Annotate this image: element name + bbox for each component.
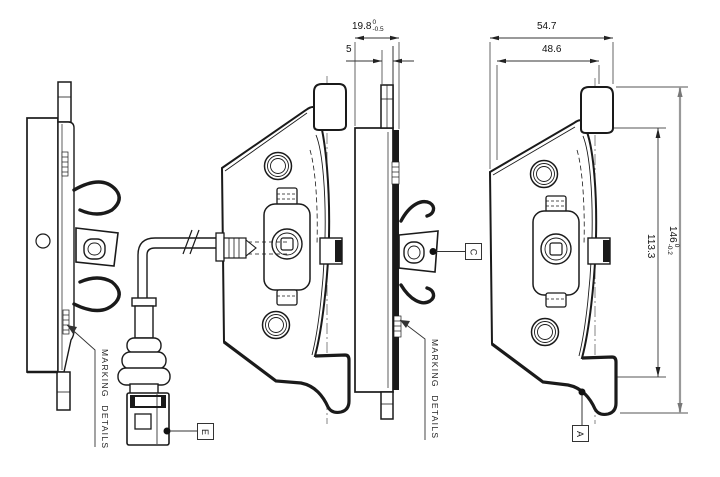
piston-clip — [263, 187, 311, 306]
ref-letter-a: A — [575, 430, 586, 437]
top-lug — [580, 86, 614, 134]
pad-hole-top — [263, 151, 293, 181]
bottom-tab — [56, 371, 71, 411]
pad-hole-bottom — [261, 310, 291, 340]
leader-lines — [66, 248, 586, 447]
dim-height-pad-label: 113.3 — [645, 234, 656, 259]
wire-sleeve — [134, 305, 154, 339]
marking-leader-left — [66, 324, 96, 447]
pad-hole-top — [529, 159, 559, 189]
backing-plate — [26, 117, 59, 373]
ref-box-a: A — [572, 425, 589, 442]
marking-leader-right — [399, 319, 426, 440]
marking-details-label-left: MARKING DETAILS — [100, 349, 110, 450]
spring-arm-upper — [72, 180, 121, 216]
sensor-plug — [215, 232, 290, 262]
dimension-lines — [346, 35, 688, 414]
dim-width-pad-label: 48.6 — [542, 44, 562, 55]
dim-width-total-label: 54.7 — [537, 21, 557, 32]
marking-details-label-right: MARKING DETAILS — [430, 339, 440, 440]
connector-bellows — [117, 337, 171, 395]
spring-arm-lower — [72, 276, 121, 313]
piston-clip — [532, 195, 580, 308]
side-view-inner-pad — [26, 81, 121, 411]
spring-arm-lower — [399, 283, 436, 305]
connector-body — [126, 392, 170, 446]
marking-patch — [391, 161, 402, 338]
leader-dot-a — [578, 388, 586, 396]
wear-sensor-connector — [117, 229, 216, 446]
plate-hole — [35, 233, 51, 249]
ref-box-e: E — [197, 423, 214, 440]
leader-dot-c — [429, 248, 437, 255]
dim-backplate-label: 5 — [346, 44, 352, 55]
bottom-tab — [380, 391, 394, 420]
ref-letter-e: E — [200, 428, 211, 435]
backing-plate — [354, 127, 394, 393]
side-view-outer-pad — [354, 84, 439, 420]
front-view-inner-pad — [215, 76, 351, 424]
top-tab — [57, 81, 72, 123]
friction-layer — [393, 130, 399, 390]
ref-box-c: C — [465, 243, 482, 260]
wire-sleeve-flange — [131, 297, 157, 307]
spring-arm-upper — [399, 200, 436, 223]
leader-dot-e — [163, 427, 171, 435]
top-lug — [313, 83, 347, 131]
front-view-outer-pad — [488, 78, 618, 424]
ref-letter-c: C — [468, 248, 479, 255]
sensor-wire — [137, 237, 216, 298]
pad-hole-bottom — [530, 317, 560, 347]
connector-window — [134, 413, 152, 430]
marking-patch — [61, 151, 70, 335]
